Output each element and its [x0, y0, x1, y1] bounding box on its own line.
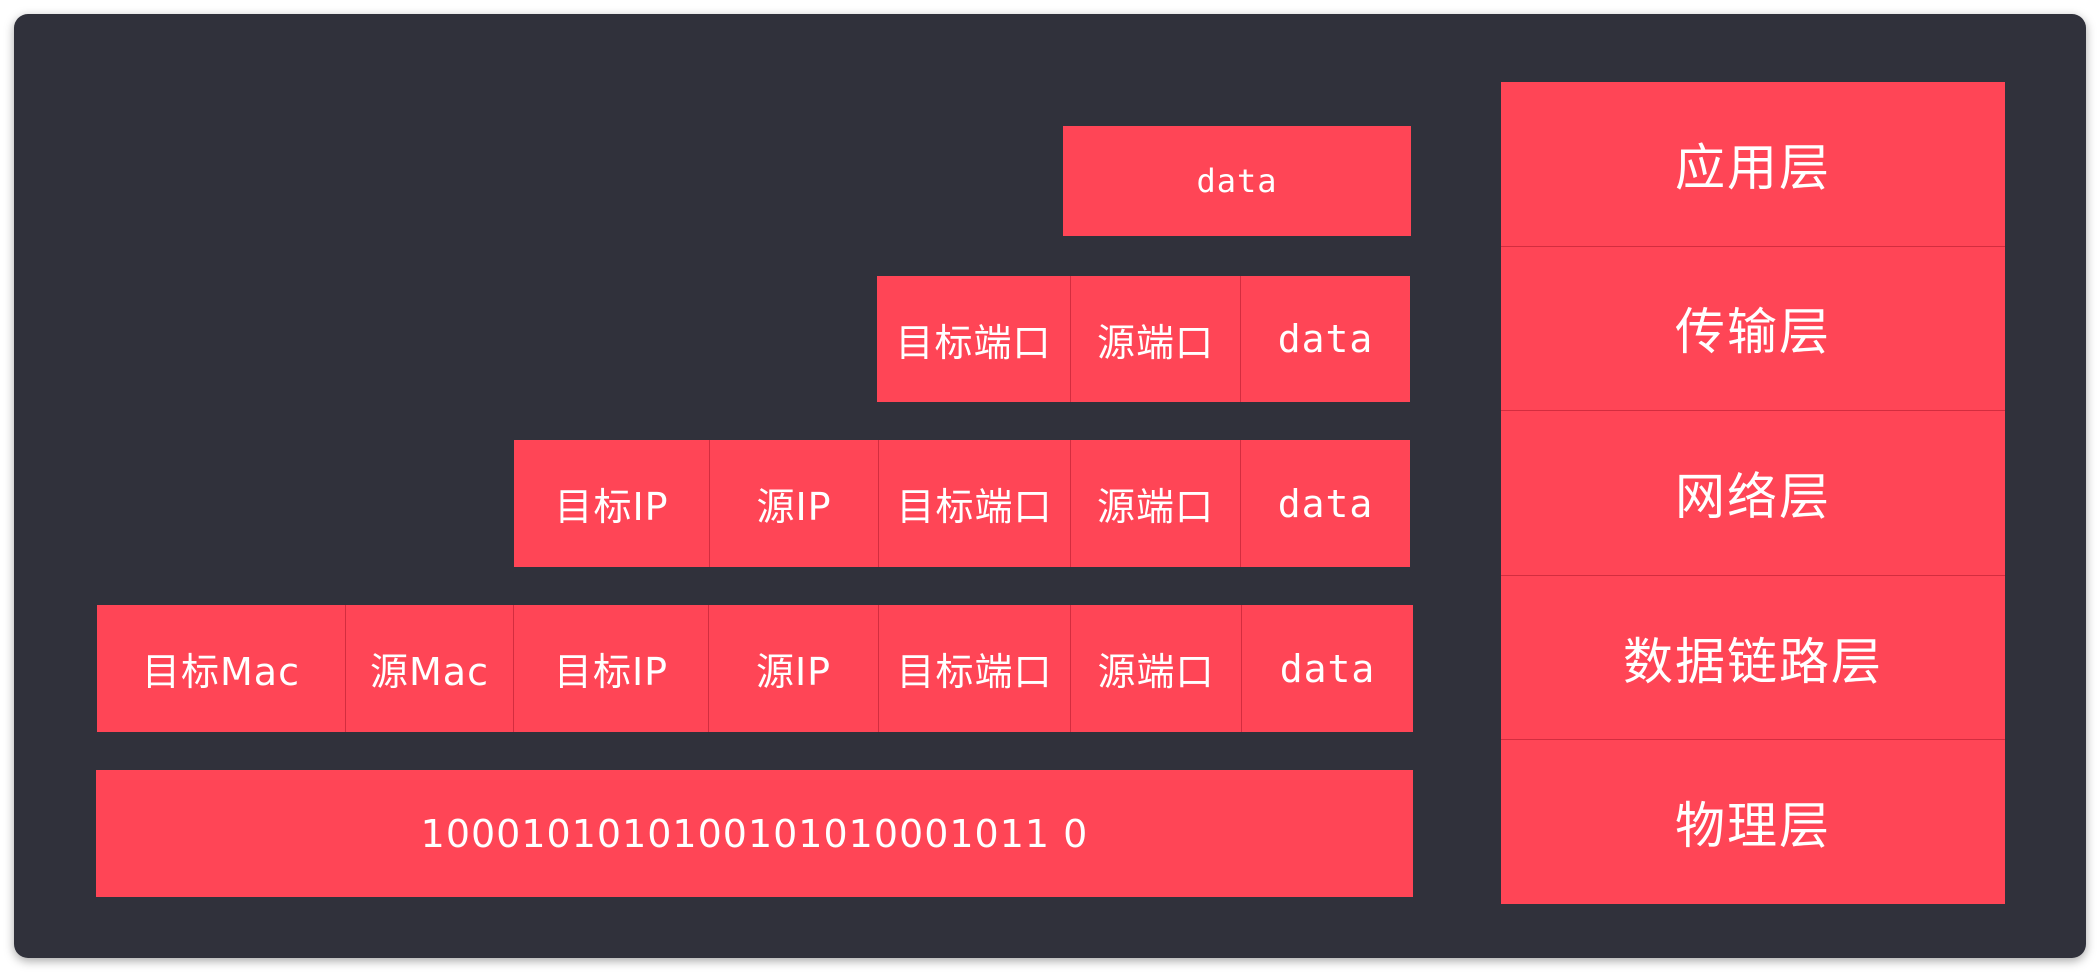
dest-port-cell: 目标端口 — [878, 605, 1070, 732]
layer-physical: 物理层 — [1501, 739, 2005, 904]
physical-row: 1000101010100101010001011 0 — [96, 770, 1413, 897]
network-row: 目标IP 源IP 目标端口 源端口 data — [514, 440, 1410, 567]
src-ip-cell: 源IP — [708, 605, 878, 732]
dest-port-cell: 目标端口 — [877, 276, 1070, 402]
datalink-row: 目标Mac 源Mac 目标IP 源IP 目标端口 源端口 data — [97, 605, 1413, 732]
src-port-cell: 源端口 — [1070, 440, 1240, 567]
data-cell: data — [1240, 276, 1410, 402]
src-ip-cell: 源IP — [709, 440, 878, 567]
layer-datalink: 数据链路层 — [1501, 574, 2005, 740]
application-row: data — [1063, 126, 1411, 236]
dest-ip-cell: 目标IP — [514, 440, 709, 567]
layer-network: 网络层 — [1501, 410, 2005, 575]
application-data-cell: data — [1063, 126, 1411, 236]
src-mac-cell: 源Mac — [345, 605, 513, 732]
bitstream-cell: 1000101010100101010001011 0 — [96, 770, 1413, 897]
src-port-cell: 源端口 — [1070, 276, 1240, 402]
dest-mac-cell: 目标Mac — [97, 605, 345, 732]
layer-application: 应用层 — [1675, 138, 1831, 197]
src-port-cell: 源端口 — [1070, 605, 1241, 732]
layer-transport: 传输层 — [1501, 245, 2005, 411]
dest-port-cell: 目标端口 — [878, 440, 1070, 567]
transport-row: 目标端口 源端口 data — [877, 276, 1410, 402]
data-cell: data — [1241, 605, 1413, 732]
layer-stack: 应用层 传输层 网络层 数据链路层 物理层 — [1501, 82, 2005, 904]
data-cell: data — [1240, 440, 1410, 567]
dest-ip-cell: 目标IP — [513, 605, 708, 732]
